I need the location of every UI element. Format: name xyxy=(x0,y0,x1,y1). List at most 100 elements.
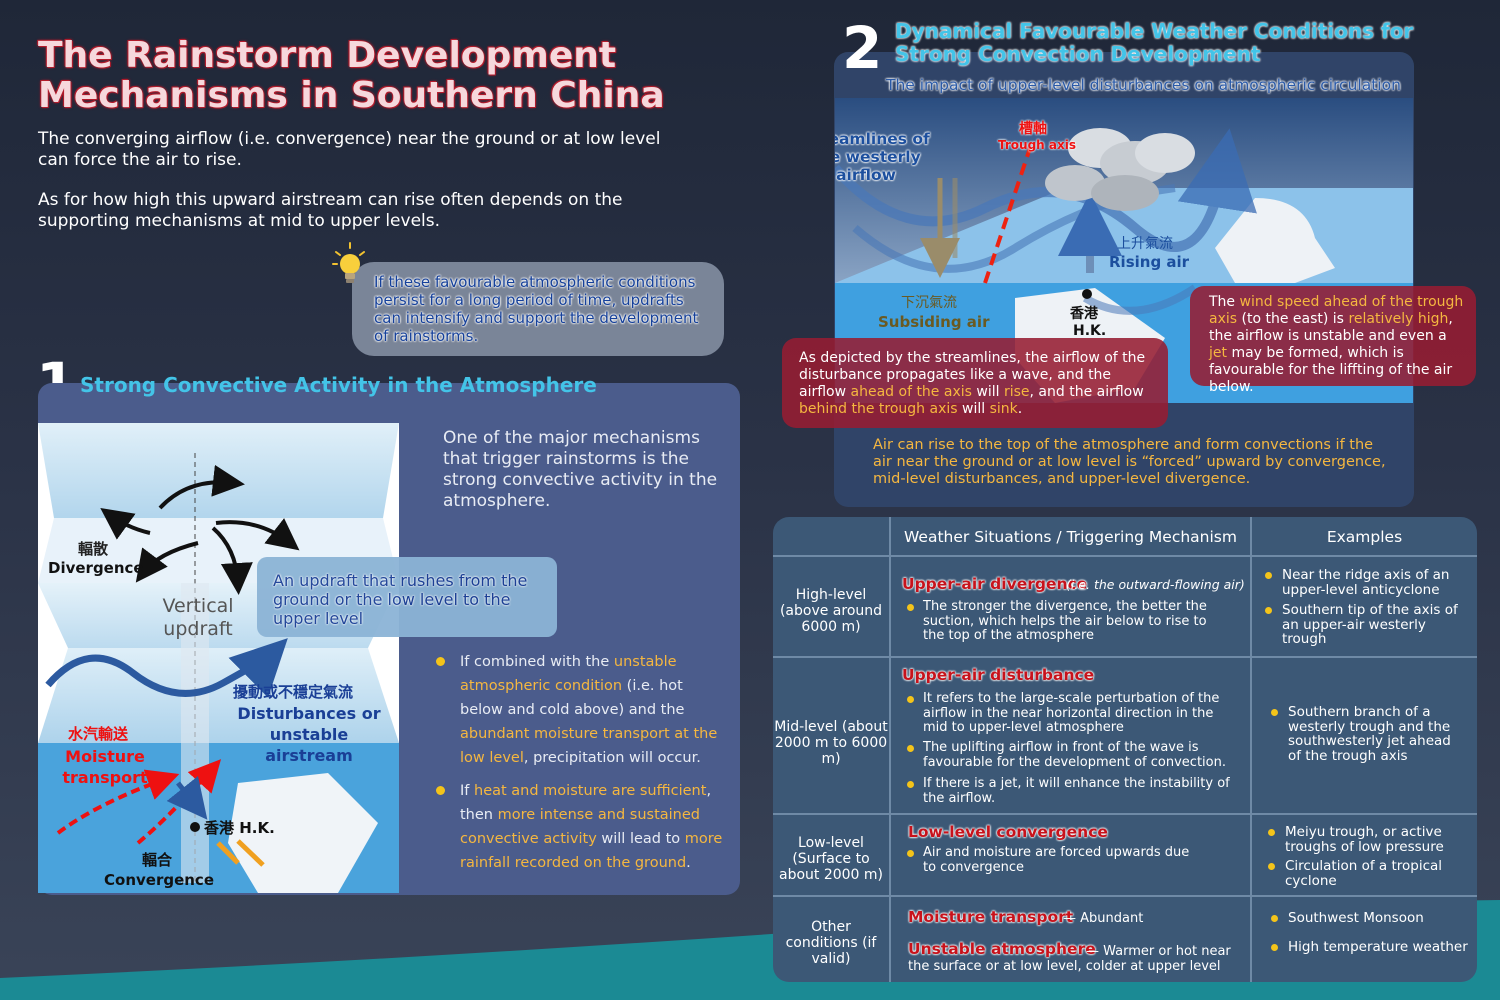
updraft-callout-text: An updraft that rushes from the ground o… xyxy=(273,571,528,628)
section-2-subtitle: The impact of upper-level disturbances o… xyxy=(886,76,1401,94)
mechanism-low-level-convergence: Low-level convergence xyxy=(908,823,1108,841)
mechanism-note: (i.e. the outward-flowing air) xyxy=(1066,577,1245,592)
bullet-dot-icon xyxy=(436,657,445,666)
hk-label-en: H.K. xyxy=(1073,323,1107,339)
rising-air-label-zh: 上升氣流 xyxy=(1117,236,1173,252)
bullet-2-text-e: will lead to xyxy=(596,831,685,847)
box-right-d: relatively high xyxy=(1348,311,1449,327)
row-2-detail-3: If there is a jet, it will enhance the i… xyxy=(907,776,1233,806)
section-2-number: 2 xyxy=(842,14,883,82)
row-2-detail-1: It refers to the large-scale perturbatio… xyxy=(907,691,1233,736)
air-rise-a: Air can rise to the top of the atmospher… xyxy=(873,437,1386,470)
bullet-1-highlight-d: abundant moisture transport at the low l… xyxy=(460,726,718,766)
wind-speed-explanation-box: The wind speed ahead of the trough axis … xyxy=(1190,286,1476,395)
bullet-2-highlight-d: more intense and sustained convective ac… xyxy=(460,807,700,847)
section-1-bullet-2: If heat and moisture are sufficient, the… xyxy=(436,779,726,875)
bullet-1-text-a: If combined with the xyxy=(460,654,614,670)
row-level-low: Low-level (Surface to about 2000 m) xyxy=(778,835,884,883)
row-level-mid: Mid-level (about 2000 m to 6000 m) xyxy=(774,719,888,767)
mechanism-upper-air-divergence: Upper-air divergence xyxy=(902,575,1088,593)
box-left-f: behind the trough axis xyxy=(799,401,958,417)
box-left-a: As depicted by the streamlines, the airf… xyxy=(799,350,1146,400)
example-high-temperature: High temperature weather xyxy=(1271,940,1468,955)
callout-box: If these favourable atmospheric conditio… xyxy=(352,262,724,356)
box-left-c: will xyxy=(971,384,1004,400)
air-rise-b: mid-level disturbances xyxy=(873,471,1039,487)
bullet-2-highlight-b: heat and moisture are sufficient xyxy=(474,783,707,799)
air-rise-d: upper-level divergence xyxy=(1079,471,1246,487)
bullet-1-text-e: , precipitation will occur. xyxy=(523,750,701,766)
box-right-f: jet xyxy=(1209,345,1227,361)
air-rise-summary: Air can rise to the top of the atmospher… xyxy=(873,437,1393,488)
subsiding-air-label-zh: 下沉氣流 xyxy=(901,295,957,311)
mechanism-table: Weather Situations / Triggering Mechanis… xyxy=(773,517,1477,982)
mechanism-upper-air-disturbance: Upper-air disturbance xyxy=(902,666,1095,684)
moisture-transport-note: — Abundant xyxy=(1063,911,1144,926)
box-left-i: . xyxy=(1017,401,1023,417)
row-level-other: Other conditions (if valid) xyxy=(785,919,877,967)
box-right-b: wind speed ahead of the trough axis xyxy=(1209,294,1464,327)
airflow-explanation-box: As depicted by the streamlines, the airf… xyxy=(782,338,1168,428)
box-left-b: ahead of the axis xyxy=(850,384,972,400)
box-right-e: , the airflow is unstable and even a xyxy=(1209,311,1453,344)
box-left-g: will xyxy=(957,401,990,417)
convergence-label-zh: 輻合 xyxy=(142,851,173,869)
bullet-2-text-c: , then xyxy=(460,783,712,823)
moisture-label-zh: 水汽輸送 xyxy=(68,725,129,743)
trough-axis-label-zh: 槽軸 xyxy=(1019,121,1047,137)
section-1-title: Strong Convective Activity in the Atmosp… xyxy=(80,373,597,397)
bullet-1-highlight-b: unstable atmospheric condition xyxy=(460,654,677,694)
row-3-detail: Air and moisture are forced upwards due … xyxy=(907,845,1198,875)
row-2-detail-2: The uplifting airflow in front of the wa… xyxy=(907,740,1233,770)
air-rise-e: . xyxy=(1245,471,1251,487)
divergence-label-zh: 輻散 xyxy=(78,540,109,558)
divergence-label-en: Divergence xyxy=(48,559,144,577)
row-level-high: High-level (above around 6000 m) xyxy=(779,587,883,635)
bullet-2-text-a: If xyxy=(460,783,474,799)
example-trough-tip: Southern tip of the axis of an upper-air… xyxy=(1265,603,1462,647)
box-right-a: The xyxy=(1209,294,1240,310)
box-left-d: rise xyxy=(1003,384,1030,400)
disturbance-label-zh: 擾動或不穩定氣流 xyxy=(233,683,354,701)
table-header-examples: Examples xyxy=(1326,528,1403,546)
updraft-callout: An updraft that rushes from the ground o… xyxy=(257,557,557,637)
convection-diagram: 輻散 Divergence Vertical updraft 擾動或不穩定氣流 … xyxy=(38,423,399,893)
bullet-2-text-g: . xyxy=(686,855,691,871)
example-southern-branch: Southern branch of a westerly trough and… xyxy=(1271,705,1463,763)
convergence-label-en: Convergence xyxy=(104,871,214,889)
page-title: The Rainstorm Development Mechanisms in … xyxy=(38,35,665,116)
section-2-title: Dynamical Favourable Weather Conditions … xyxy=(895,19,1414,66)
example-meiyu-trough: Meiyu trough, or active troughs of low p… xyxy=(1268,825,1465,854)
intro-paragraph-2: As for how high this upward airstream ca… xyxy=(38,190,623,231)
bullet-dot-icon xyxy=(436,786,445,795)
box-right-c: (to the east) is xyxy=(1237,311,1349,327)
example-tropical-cyclone: Circulation of a tropical cyclone xyxy=(1268,859,1465,888)
bullet-2-highlight-f: more rainfall recorded on the ground xyxy=(460,831,723,871)
box-right-g: may be formed, which is favourable for t… xyxy=(1209,345,1453,395)
section-1-bullet-1: If combined with the unstable atmospheri… xyxy=(436,650,726,770)
air-rise-c: , and xyxy=(1038,471,1080,487)
table-header-mechanism: Weather Situations / Triggering Mechanis… xyxy=(904,528,1237,546)
example-anticyclone: Near the ridge axis of an upper-level an… xyxy=(1265,568,1462,597)
mechanism-unstable-atmosphere: Unstable atmosphere xyxy=(908,940,1096,958)
disturbance-label-en: Disturbances or unstable airstream xyxy=(237,704,381,765)
lightbulb-icon xyxy=(332,242,365,283)
moisture-label-en: Moisture transport xyxy=(62,747,148,787)
intro-paragraph-1: The converging airflow (i.e. convergence… xyxy=(38,129,661,170)
mechanism-moisture-transport: Moisture transport xyxy=(908,908,1074,926)
unstable-atmosphere-note: — Warmer or hot near the surface or at l… xyxy=(908,944,1231,974)
hk-label-zh: 香港 xyxy=(1070,306,1098,322)
section-1-description: One of the major mechanisms that trigger… xyxy=(443,428,718,511)
hk-label: 香港 H.K. xyxy=(204,819,275,837)
trough-axis-label-en: Trough axis xyxy=(998,138,1076,152)
box-left-h: sink xyxy=(989,401,1018,417)
row-1-detail: The stronger the divergence, the better … xyxy=(907,599,1223,644)
subsiding-air-label-en: Subsiding air xyxy=(878,313,990,331)
vertical-updraft-label: Vertical updraft xyxy=(162,595,234,640)
rising-air-label-en: Rising air xyxy=(1109,253,1190,271)
callout-text: If these favourable atmospheric conditio… xyxy=(374,273,699,345)
box-left-e: , and the airflow xyxy=(1029,384,1144,400)
example-southwest-monsoon: Southwest Monsoon xyxy=(1271,911,1468,926)
streamlines-label: Streamlines of the westerly airflow xyxy=(835,130,930,184)
bullet-1-text-c: (i.e. hot below and cold above) and the xyxy=(460,678,685,718)
